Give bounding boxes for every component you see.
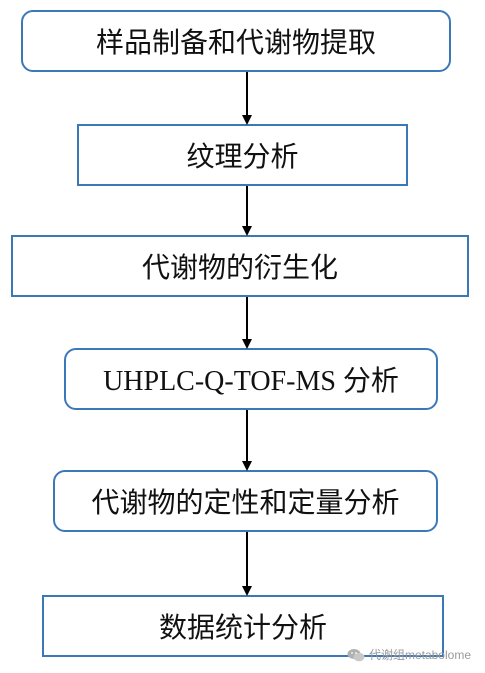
watermark-text: 代谢组metabolome <box>368 648 471 662</box>
flow-step-uhplc-analysis: UHPLC-Q-TOF-MS 分析 <box>64 348 438 410</box>
flow-step-derivatization: 代谢物的衍生化 <box>11 235 469 297</box>
flow-step-label: 代谢物的衍生化 <box>141 251 338 284</box>
flow-step-label: 样品制备和代谢物提取 <box>95 26 376 59</box>
flow-step-label: UHPLC-Q-TOF-MS 分析 <box>103 366 399 397</box>
watermark: 代谢组metabolome <box>347 646 471 663</box>
flow-step-qualitative-quantitative: 代谢物的定性和定量分析 <box>53 470 438 532</box>
flow-step-sample-prep: 样品制备和代谢物提取 <box>21 10 451 72</box>
flow-step-label: 数据统计分析 <box>158 611 327 644</box>
flow-step-label: 纹理分析 <box>186 140 299 173</box>
flow-step-statistics: 数据统计分析 <box>42 595 444 657</box>
flow-step-texture-analysis: 纹理分析 <box>77 124 408 186</box>
wechat-icon <box>347 648 365 661</box>
flow-step-label: 代谢物的定性和定量分析 <box>91 486 400 519</box>
